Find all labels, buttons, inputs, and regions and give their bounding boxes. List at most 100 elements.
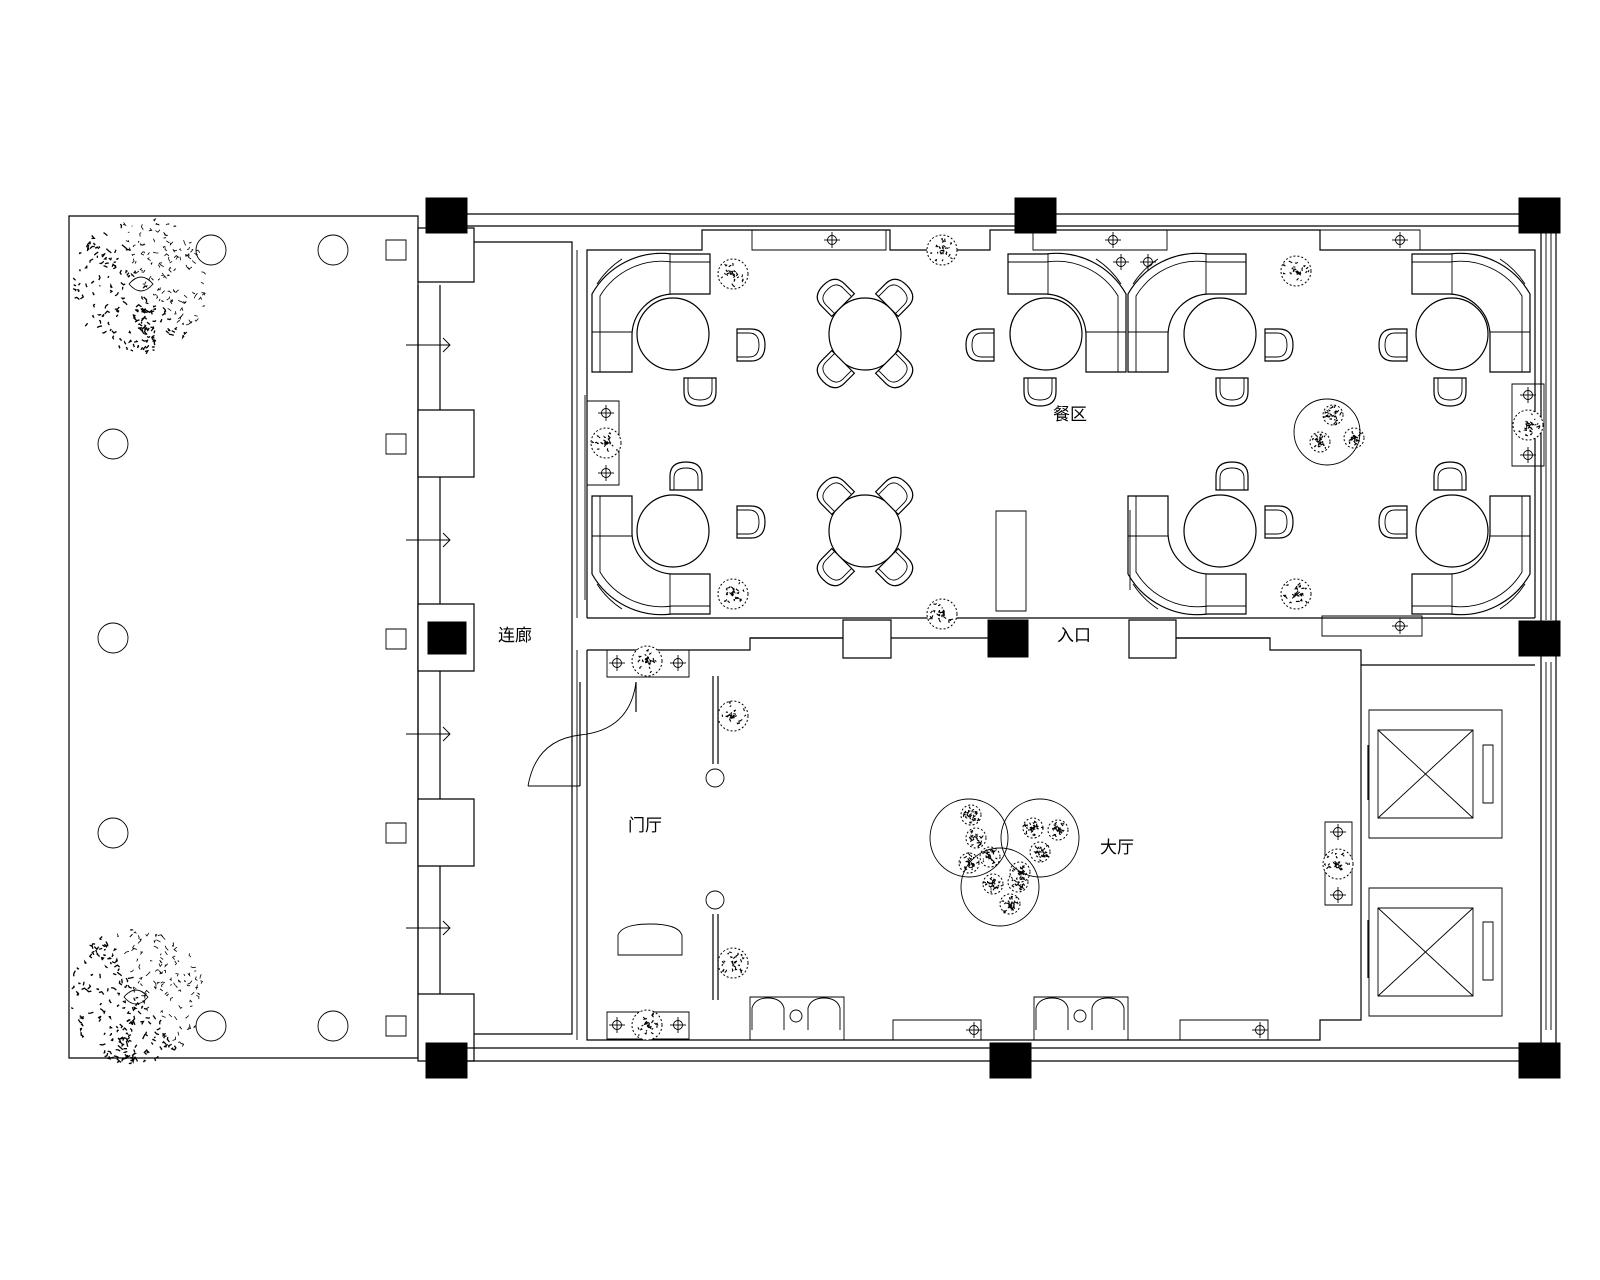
downlight-icon [670,1017,686,1033]
planter-cluster [1294,399,1360,465]
room-label-foyer: 门厅 [628,816,662,836]
downlight-icon [1105,232,1121,248]
column-icon [426,198,467,233]
chair [1434,378,1466,406]
downlight-icon [598,465,614,481]
chair [812,472,854,514]
chair [737,329,765,361]
booth-sofa [1412,496,1530,615]
chair [684,378,716,406]
round-table [1184,495,1256,567]
room-label-corridor: 连廊 [498,626,532,646]
chair [812,274,854,316]
plant-icon [718,948,748,978]
planter-cluster [930,799,1079,926]
round-table [637,495,709,567]
booth-sofa [1128,253,1246,372]
booth-sofas [592,253,1530,614]
wall-cabinets [587,230,1544,1040]
chair [1216,462,1248,490]
dining-chairs [670,274,1466,591]
plant-icon [980,847,1000,867]
downlight-icon [1392,232,1408,248]
column-icon [1015,198,1056,233]
column-icon [988,620,1028,657]
plant-icon [718,701,748,731]
chair [876,549,918,591]
downlight-icon [609,1017,625,1033]
room-label-entrance: 入口 [1057,626,1091,646]
round-table [1416,495,1488,567]
chair [966,329,994,361]
plant-icon [927,599,957,629]
booth-sofa [1008,253,1126,372]
plant-icon [632,1010,662,1040]
downlight-icon [609,655,625,671]
downlight-icon [598,405,614,421]
booth-sofa [1128,496,1246,615]
plant-icon [1030,842,1050,862]
round-table [1416,298,1488,370]
plant-icon [1281,256,1311,286]
column-icon [1519,198,1560,233]
chair [812,549,854,591]
downlight-icon [1330,887,1346,903]
booth-sofa [592,496,710,615]
chair [1379,506,1407,538]
round-table [1010,298,1082,370]
plant-icon [1000,894,1020,914]
plant-icon [591,428,621,458]
downlight-icon [1392,618,1408,634]
chair [1216,378,1248,406]
foyer-door [528,682,636,786]
elevators [1368,710,1502,1016]
chair [1265,329,1293,361]
column-icon [428,622,466,654]
downlight-icon [1252,1022,1268,1038]
chair [670,462,702,490]
chair [1379,329,1407,361]
downlight-icon [824,232,840,248]
dining-tables [637,298,1488,567]
column-icon [426,1043,467,1078]
flow-arrow-icons [406,338,450,935]
room-label-dining: 餐区 [1053,405,1087,425]
terrace [69,216,418,1058]
chair [876,274,918,316]
plant-icon [1023,818,1043,838]
service-counter [996,511,1026,611]
chair [737,506,765,538]
plant-icon [983,874,1004,894]
downlight-icon [966,1022,982,1038]
corridor [406,228,572,1061]
downlight-icons [598,232,1536,1038]
downlight-icon [670,655,686,671]
round-table [829,495,901,567]
plant-icon [718,259,748,289]
plant-icon [1281,579,1311,609]
plant-icon [927,235,957,265]
structural-columns [426,198,1560,1078]
chair [812,351,854,393]
booth-sofa [1412,253,1530,372]
downlight-icon [1520,387,1536,403]
plant-icon [632,646,662,676]
tree-icon [73,219,206,354]
column-icon [1519,621,1560,656]
booth-sofa [592,253,710,372]
chair [876,472,918,514]
downlight-icon [1520,447,1536,463]
round-table [637,298,709,370]
room-label-hall: 大厅 [1100,838,1134,858]
chair [1434,462,1466,490]
plant-icon [1344,428,1364,448]
lobby-seating [750,997,1128,1040]
plant-icons [591,235,1543,1040]
plant-icon [1048,820,1068,840]
chair [1265,506,1293,538]
column-icon [990,1043,1031,1078]
downlight-icon [1330,824,1346,840]
column-icon [1519,1043,1560,1078]
chair [876,351,918,393]
